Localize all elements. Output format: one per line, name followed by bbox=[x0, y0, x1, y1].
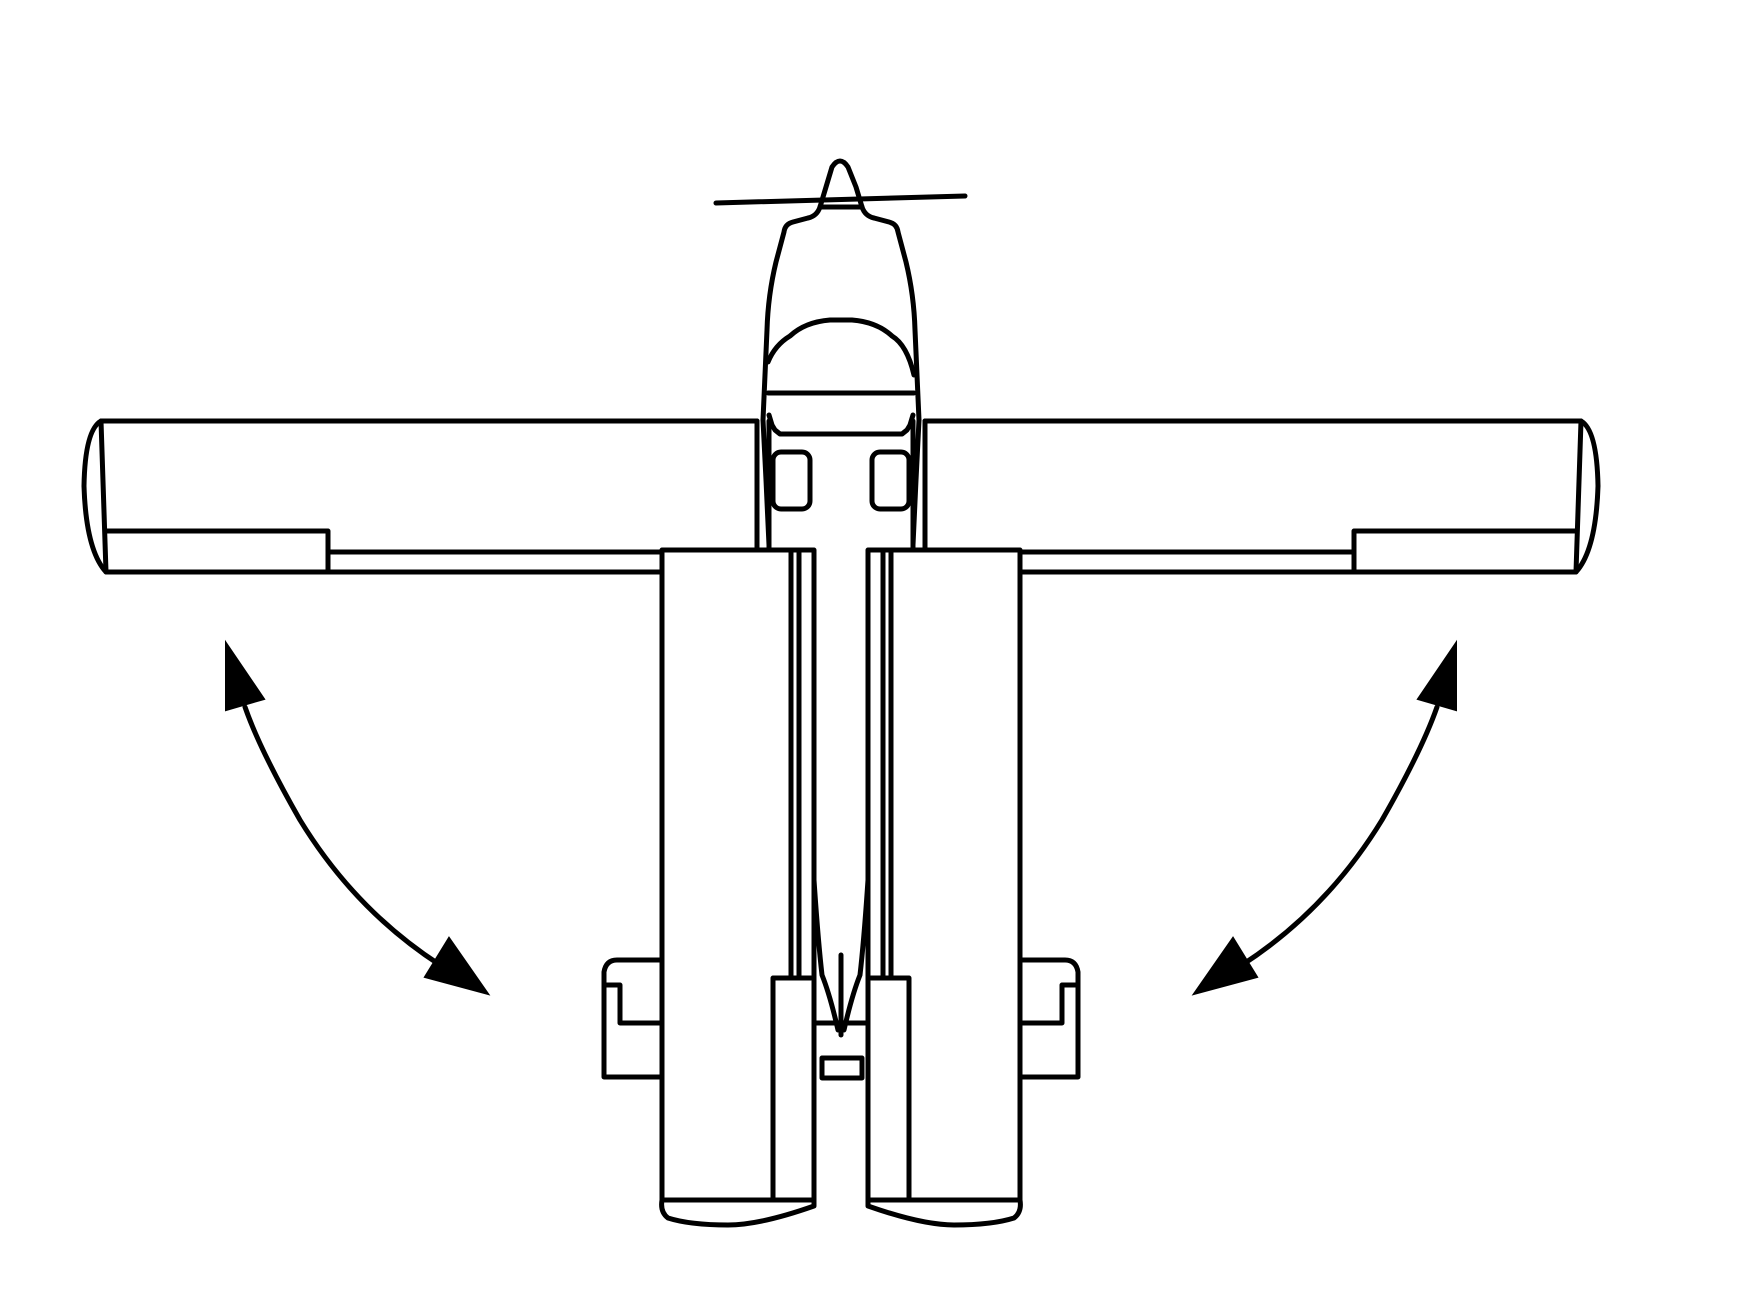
cockpit-window-right bbox=[869, 449, 912, 512]
left-tailplane bbox=[603, 982, 665, 1026]
fuselage-center bbox=[766, 412, 916, 437]
left-fold-arrow-head-top bbox=[225, 639, 266, 712]
right-fold-arrow-head-top bbox=[1416, 639, 1457, 712]
left-float bbox=[659, 547, 817, 1228]
right-tailplane bbox=[1017, 982, 1079, 1026]
cockpit-window-left bbox=[770, 449, 813, 512]
engine-cowling bbox=[760, 204, 823, 548]
left-fold-arrow-head-bottom bbox=[423, 936, 491, 996]
tail-boom bbox=[841, 877, 871, 1033]
rudder bbox=[819, 1055, 865, 1081]
right-tailplane bbox=[1017, 957, 1081, 1080]
tail-boom bbox=[811, 877, 841, 1033]
engine-cowling bbox=[859, 204, 922, 548]
left-fold-arrow bbox=[242, 704, 443, 968]
left-float-step bbox=[770, 975, 814, 1203]
left-wingtip bbox=[81, 418, 109, 575]
canopy bbox=[765, 317, 917, 378]
left-wing bbox=[98, 418, 760, 575]
spinner bbox=[817, 158, 865, 210]
right-wing bbox=[922, 418, 1584, 575]
left-tailplane bbox=[601, 957, 665, 1080]
propeller-blade bbox=[713, 193, 968, 206]
left-aileron bbox=[103, 528, 331, 575]
right-fold-arrow bbox=[1239, 704, 1440, 968]
right-float bbox=[865, 547, 1023, 1228]
right-float-step bbox=[868, 975, 912, 1203]
right-wingtip bbox=[1573, 418, 1601, 575]
right-aileron bbox=[1351, 528, 1579, 575]
right-fold-arrow-head-bottom bbox=[1191, 936, 1259, 996]
